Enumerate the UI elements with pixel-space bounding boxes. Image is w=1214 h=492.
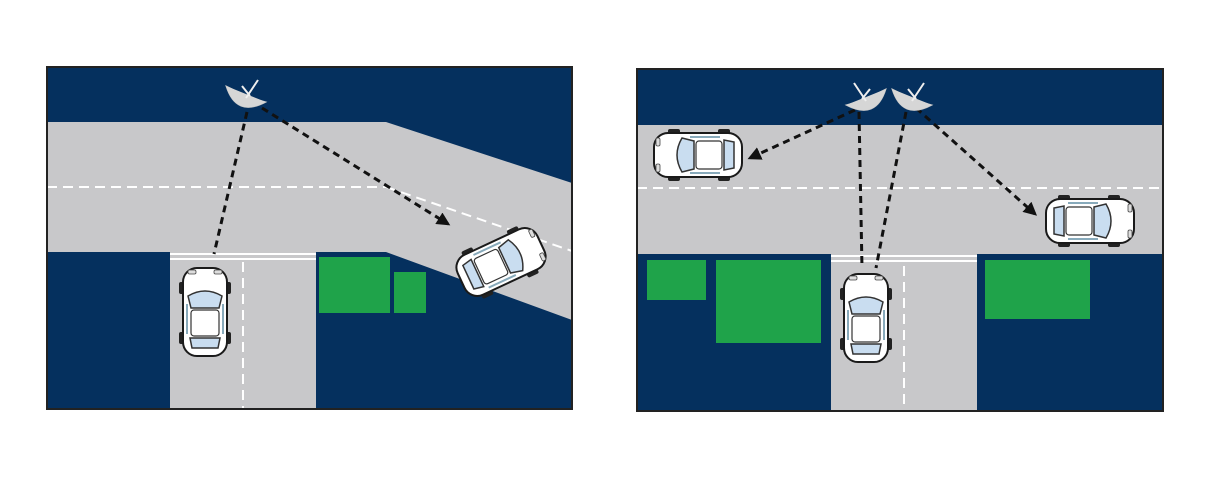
building (319, 257, 390, 313)
signal-path (874, 111, 908, 269)
signal-path (747, 108, 856, 160)
signal-path (261, 106, 451, 226)
signal-path (857, 111, 864, 269)
main-road (47, 122, 572, 320)
car-icon (178, 267, 232, 357)
building (394, 272, 426, 313)
building (647, 260, 706, 300)
panel-border (636, 68, 1164, 412)
signal-path (915, 106, 1038, 216)
panel-border (46, 66, 573, 410)
building (716, 260, 821, 343)
car-icon (1045, 194, 1135, 248)
building (985, 260, 1090, 319)
car-icon (839, 273, 893, 363)
lane-marking (385, 186, 573, 252)
car-icon (653, 128, 743, 182)
right-panel (636, 68, 1164, 412)
left-panel (46, 66, 573, 410)
signal-path (212, 111, 249, 255)
